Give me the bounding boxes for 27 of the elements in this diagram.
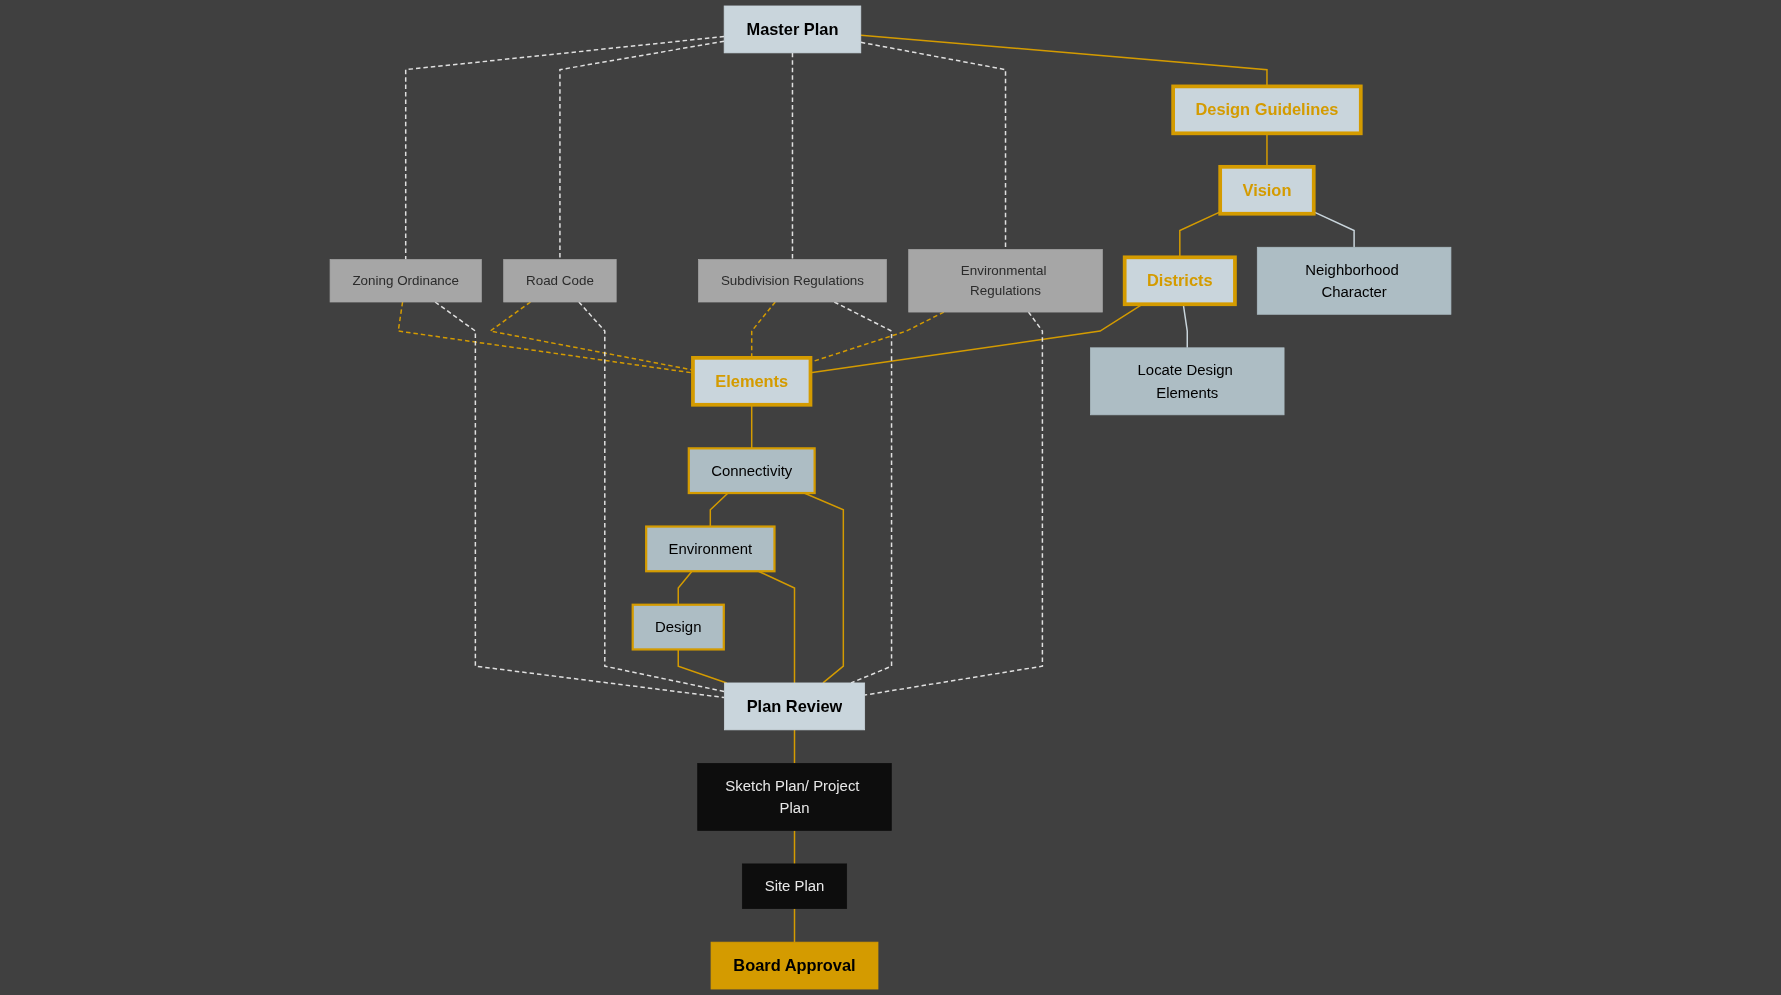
node-box: Environmental Regulations bbox=[908, 249, 1103, 313]
node-box: Plan Review bbox=[724, 682, 866, 731]
node-box: Locate Design Elements bbox=[1090, 347, 1285, 416]
node-box: Site Plan bbox=[742, 863, 848, 909]
node-box: Zoning Ordinance bbox=[329, 259, 482, 303]
node-box: Neighborhood Character bbox=[1256, 246, 1452, 315]
node-box: Design bbox=[631, 603, 725, 651]
node-box: Board Approval bbox=[710, 941, 879, 990]
connector bbox=[833, 301, 893, 684]
connector bbox=[791, 52, 794, 261]
connector bbox=[793, 907, 796, 943]
node-box: Master Plan bbox=[723, 5, 862, 54]
connector bbox=[404, 35, 725, 261]
connector bbox=[434, 301, 726, 699]
node-box: Subdivision Regulations bbox=[698, 259, 887, 303]
connector bbox=[863, 311, 1044, 696]
node-box: Connectivity bbox=[687, 447, 816, 495]
connector bbox=[578, 301, 726, 693]
node-box: Environment bbox=[645, 525, 776, 573]
node-box: Design Guidelines bbox=[1171, 84, 1363, 136]
connector bbox=[793, 729, 796, 765]
node-box: Elements bbox=[691, 356, 813, 407]
connector bbox=[793, 829, 796, 865]
node-box: Districts bbox=[1122, 255, 1237, 307]
node-box: Road Code bbox=[503, 259, 617, 303]
node-box: Vision bbox=[1218, 164, 1316, 216]
node-box: Sketch Plan/ Project Plan bbox=[697, 763, 892, 831]
